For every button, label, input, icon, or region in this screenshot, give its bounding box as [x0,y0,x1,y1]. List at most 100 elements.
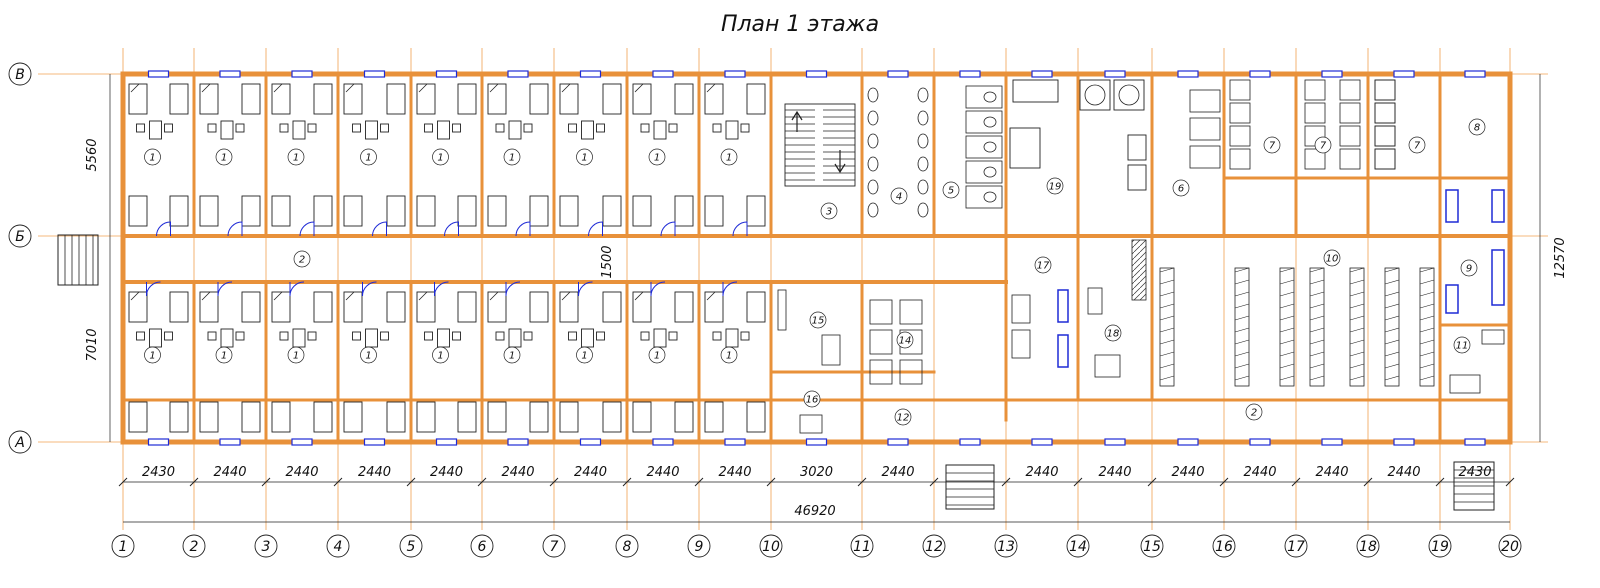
locker-divider [1309,351,1325,357]
stair-arrow [834,150,846,174]
desk [1449,374,1481,394]
locker-divider [1349,351,1365,357]
room-label-5: 5 [948,186,954,197]
toilet-cubicle [965,185,1003,209]
room-label-stair: 3 [826,207,832,218]
axis-bubble-4 [326,534,350,558]
window [147,70,170,78]
bed [632,83,652,115]
bed-line [345,291,355,301]
locker-divider [1234,303,1250,309]
table [149,328,162,348]
bed [487,291,507,323]
table [653,328,667,348]
bed-line [273,291,283,301]
window [724,70,746,78]
washing-machine-drum [1118,84,1140,106]
window [1104,438,1126,446]
axis-bubble-5 [399,534,423,558]
room-label-15-circle [809,311,827,329]
building-walls [120,71,1513,445]
toilet [983,166,997,178]
washbasin [867,202,879,218]
axis-bubble-row-0 [8,62,32,86]
room-label-bedroom-circle [144,346,161,364]
washbasin [917,133,929,149]
bottom-dimension: 2440 [213,465,246,480]
bed [343,195,363,227]
room-label-12-circle [894,408,912,426]
bed [674,401,694,433]
axis-bubble-14 [1066,534,1090,558]
door [660,221,676,237]
bottom-dimension: 2440 [285,465,318,480]
shower-cubicle [1304,102,1326,124]
room-label-bedroom: 1 [365,351,371,362]
window [1177,438,1199,446]
room-label-corridor-circle [293,250,311,268]
bed [632,401,652,433]
locker-divider [1419,303,1435,309]
chair [307,123,317,133]
bed [313,291,333,323]
desk [1011,294,1031,324]
door [146,281,161,297]
door [588,221,603,237]
room-label-17: 17 [1037,261,1050,272]
bed-line [489,83,499,93]
room-label-7: 7 [1414,141,1421,152]
locker-divider [1309,279,1325,285]
window [1104,70,1126,78]
window [1321,70,1343,78]
bed-line [706,291,716,301]
bed [199,83,219,115]
room-label-10-circle [1323,249,1341,267]
dimension-tick [1505,477,1515,487]
window [435,438,458,446]
axis-label-row-0: В [15,67,25,83]
chair [596,123,605,133]
table [725,328,739,348]
locker-divider [1159,267,1175,273]
room-label-bedroom: 1 [581,153,587,164]
window [1031,438,1053,446]
chair [164,331,173,341]
bed-line [418,83,428,93]
dimension-tick [406,477,416,487]
room-label-18: 18 [1107,329,1120,340]
locker-divider [1234,375,1250,381]
bed [704,83,724,115]
axis-bubble-12 [922,534,946,558]
room-label-14: 14 [899,336,912,347]
axis-bubble-17 [1284,534,1308,558]
room-label-bedroom: 1 [437,153,443,164]
door [299,221,315,237]
locker-divider [1234,351,1250,357]
shower-cubicle [1374,79,1396,101]
toilet-cubicle [1189,117,1221,141]
stair-arrow [791,110,803,132]
bed [343,401,363,433]
toilet-cubicle [965,160,1003,184]
desk [799,414,823,434]
chair [136,123,145,133]
shower-cubicle [1374,125,1396,147]
room-label-bedroom: 1 [365,153,371,164]
chair [495,331,505,341]
bed [704,195,724,227]
bed [241,83,261,115]
shower-cubicle [1304,148,1326,170]
room-label-16-circle [803,390,821,408]
bed-line [130,83,140,93]
axis-bubble-1 [111,534,135,558]
room-label-bedroom-circle [720,346,738,364]
desk [821,334,841,366]
locker-divider [1234,279,1250,285]
locker-divider [1384,351,1400,357]
bed [416,291,436,323]
room-label-14-circle [896,331,914,349]
locker-divider [1234,363,1250,369]
dimension-tick [118,477,128,487]
window [291,438,313,446]
locker-divider [1159,327,1175,333]
